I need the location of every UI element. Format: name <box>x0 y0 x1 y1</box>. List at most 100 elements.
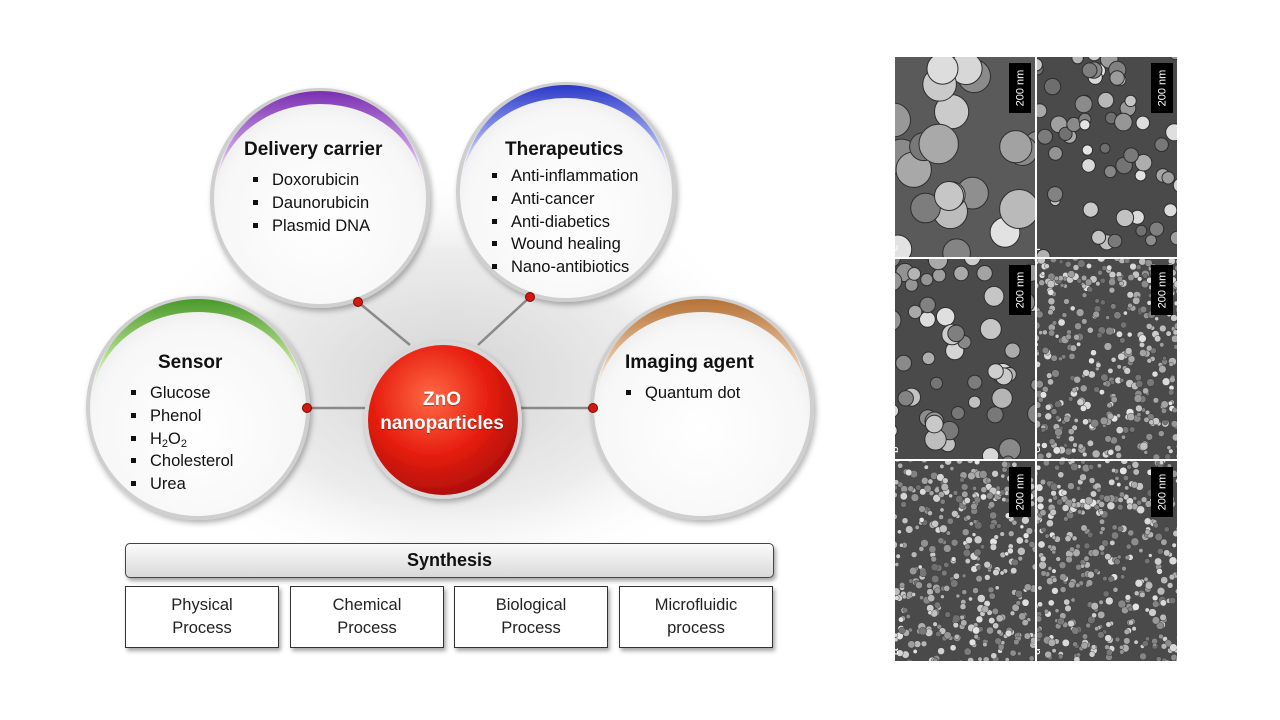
sem-grain <box>1080 405 1087 412</box>
sem-grain <box>1154 316 1159 321</box>
sem-grain <box>1152 642 1157 648</box>
sem-grain <box>1039 391 1047 399</box>
sem-grain <box>1142 640 1149 647</box>
sem-grain <box>1073 333 1080 341</box>
sem-grain <box>1061 638 1070 647</box>
sem-grain <box>1037 540 1046 549</box>
sem-grain <box>1117 554 1122 560</box>
sem-grain <box>1037 507 1039 515</box>
sem-grain <box>1136 500 1142 506</box>
sem-grain <box>1139 349 1147 357</box>
sem-grain <box>958 659 963 661</box>
sem-grain <box>1097 91 1115 109</box>
sem-grain <box>1152 397 1159 404</box>
sensor-list: Glucose Phenol H2O2 Cholesterol Urea <box>130 382 233 496</box>
sem-grain <box>1172 407 1177 413</box>
sem-micrograph <box>895 57 1035 257</box>
sem-grain <box>1023 632 1031 640</box>
sem-grain <box>1175 288 1177 295</box>
sem-grain <box>1159 599 1167 607</box>
sem-grain <box>964 543 971 550</box>
sem-grain <box>1167 582 1174 589</box>
panel-label: e <box>1037 443 1043 453</box>
sem-grain <box>1037 601 1043 608</box>
sem-grain <box>983 285 1005 307</box>
sem-grain <box>921 477 929 485</box>
sem-grain <box>1011 519 1018 526</box>
sem-grain <box>1166 445 1172 450</box>
sem-grain <box>967 471 976 480</box>
sem-grain <box>1082 418 1089 426</box>
sem-grain <box>1073 375 1081 384</box>
sem-grain <box>996 523 1002 529</box>
sem-grain <box>1133 394 1143 403</box>
sem-grain <box>971 532 977 537</box>
sem-grain <box>1004 629 1013 638</box>
sem-grain <box>1162 377 1171 386</box>
sem-grain <box>946 530 951 536</box>
sem-grain <box>1170 420 1177 428</box>
list-item: H2O2 <box>130 428 233 451</box>
sem-grain <box>920 273 934 287</box>
process-line1: Biological <box>495 596 567 614</box>
sem-grain <box>935 630 942 637</box>
sem-grain <box>1071 502 1077 508</box>
sem-grain <box>1083 555 1090 562</box>
sem-grain <box>1098 509 1105 516</box>
list-item: Glucose <box>130 382 233 405</box>
sem-grain <box>1127 302 1133 309</box>
sem-grain <box>1087 531 1094 538</box>
list-item: Doxorubicin <box>252 169 382 192</box>
sem-grain <box>1037 502 1045 511</box>
sem-grain <box>982 656 990 661</box>
sem-grain <box>1104 634 1112 642</box>
sem-grain <box>1051 568 1057 574</box>
sem-grain <box>1093 568 1099 574</box>
sem-grain <box>1116 364 1122 370</box>
sem-grain <box>987 586 995 594</box>
sem-grain <box>1117 599 1127 609</box>
sem-grain <box>1009 649 1017 657</box>
sem-grain <box>1130 537 1140 547</box>
sem-grain <box>1175 657 1177 661</box>
sem-grain <box>1084 496 1093 505</box>
sem-grain <box>895 259 901 267</box>
sem-grain <box>940 594 945 599</box>
sem-grain <box>954 633 960 640</box>
sem-grain <box>1145 234 1157 247</box>
sem-grain <box>1021 619 1029 627</box>
sem-grain <box>1098 599 1104 605</box>
sem-grain <box>1047 378 1054 386</box>
sem-grain <box>1114 475 1120 481</box>
sem-grain <box>1156 656 1162 661</box>
sem-grain <box>1104 461 1111 464</box>
sem-grain <box>918 123 959 165</box>
sem-grain <box>1126 464 1132 470</box>
sem-grain <box>1099 518 1105 525</box>
sem-grain <box>1114 444 1122 452</box>
sem-grain <box>920 539 929 548</box>
sem-grain <box>907 640 916 649</box>
sem-grain <box>1051 549 1057 555</box>
sem-grain <box>965 536 973 544</box>
sem-grain <box>964 497 971 504</box>
sem-grain <box>1165 330 1172 337</box>
sem-grain <box>1132 603 1140 611</box>
sem-grain <box>943 562 950 568</box>
sem-grain <box>1106 264 1113 271</box>
sem-grain <box>1153 522 1159 529</box>
sem-grain <box>1037 442 1041 448</box>
sem-grain <box>1133 639 1139 645</box>
sem-grain <box>1046 372 1053 379</box>
junction-dot <box>353 297 363 307</box>
sem-grain <box>1001 461 1009 468</box>
sem-grain <box>1133 590 1140 597</box>
sem-grain <box>1040 479 1046 486</box>
sem-grain <box>1145 433 1153 441</box>
sem-grain <box>1087 326 1094 334</box>
sem-grain <box>1068 353 1076 360</box>
sem-grain <box>1017 651 1022 656</box>
sem-grain <box>1097 631 1105 639</box>
sem-grain <box>974 496 981 504</box>
